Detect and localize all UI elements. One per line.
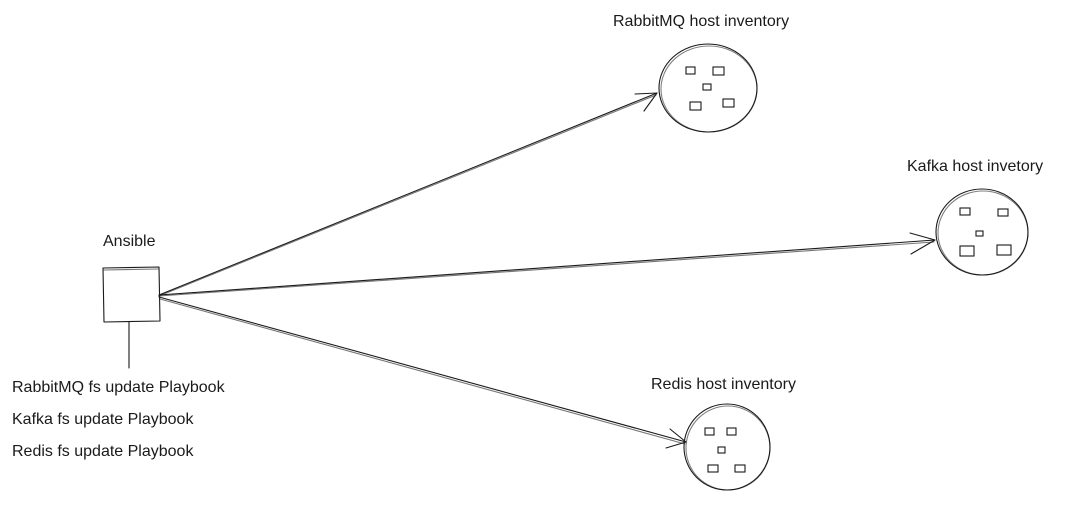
connection-rabbitmq bbox=[158, 92, 658, 297]
host-icon bbox=[959, 245, 975, 257]
host-icon bbox=[712, 66, 725, 76]
host-icon bbox=[722, 98, 735, 108]
playbook-label-kafka: Kafka fs update Playbook bbox=[12, 411, 194, 428]
inventory-rabbitmq bbox=[658, 43, 758, 133]
connection-redis bbox=[158, 296, 687, 449]
host-icon bbox=[997, 208, 1009, 217]
ansible-label: Ansible bbox=[103, 233, 156, 250]
host-icon bbox=[959, 207, 971, 216]
ansible-node bbox=[102, 266, 161, 323]
inventory-redis bbox=[683, 403, 771, 491]
host-icon bbox=[975, 230, 984, 237]
host-icon bbox=[707, 464, 719, 473]
host-icon bbox=[685, 66, 696, 75]
host-icon bbox=[734, 464, 746, 473]
kafka-inventory-label: Kafka host invetory bbox=[907, 158, 1044, 175]
host-icon bbox=[726, 427, 737, 436]
host-icon bbox=[717, 446, 726, 454]
inventory-kafka bbox=[935, 188, 1029, 276]
playbook-label-redis: Redis fs update Playbook bbox=[12, 443, 194, 460]
redis-inventory-label: Redis host inventory bbox=[651, 376, 796, 393]
rabbitmq-inventory-label: RabbitMQ host inventory bbox=[613, 13, 790, 30]
host-icon bbox=[689, 101, 702, 111]
host-icon bbox=[996, 244, 1012, 256]
host-icon bbox=[704, 427, 715, 436]
connection-kafka bbox=[158, 232, 936, 297]
host-icon bbox=[702, 83, 712, 91]
playbook-label-rabbitmq: RabbitMQ fs update Playbook bbox=[12, 379, 225, 396]
